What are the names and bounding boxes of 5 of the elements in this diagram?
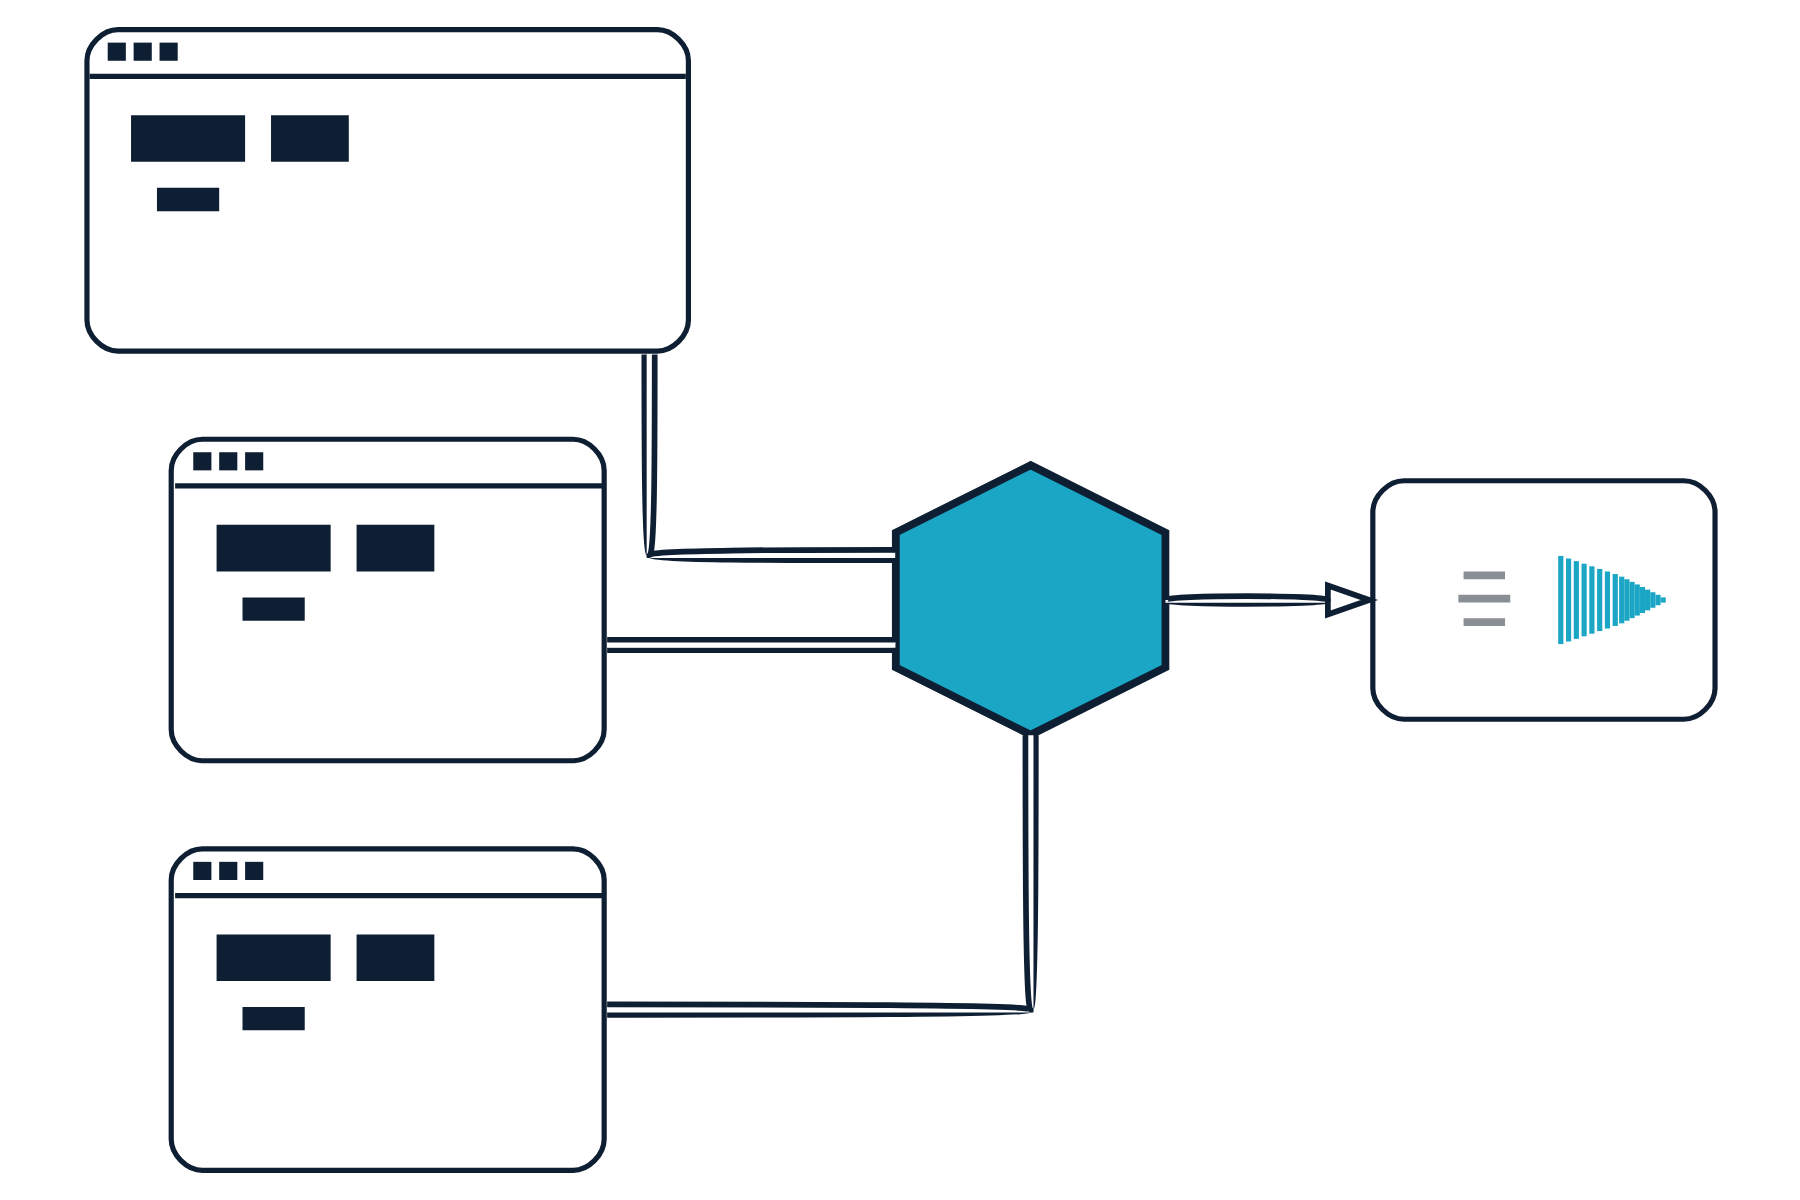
arrow: [1163, 581, 1377, 619]
connector: [606, 636, 895, 653]
node-hexagon: [890, 460, 1169, 740]
connector: [606, 735, 1038, 1018]
connector: [640, 354, 895, 564]
